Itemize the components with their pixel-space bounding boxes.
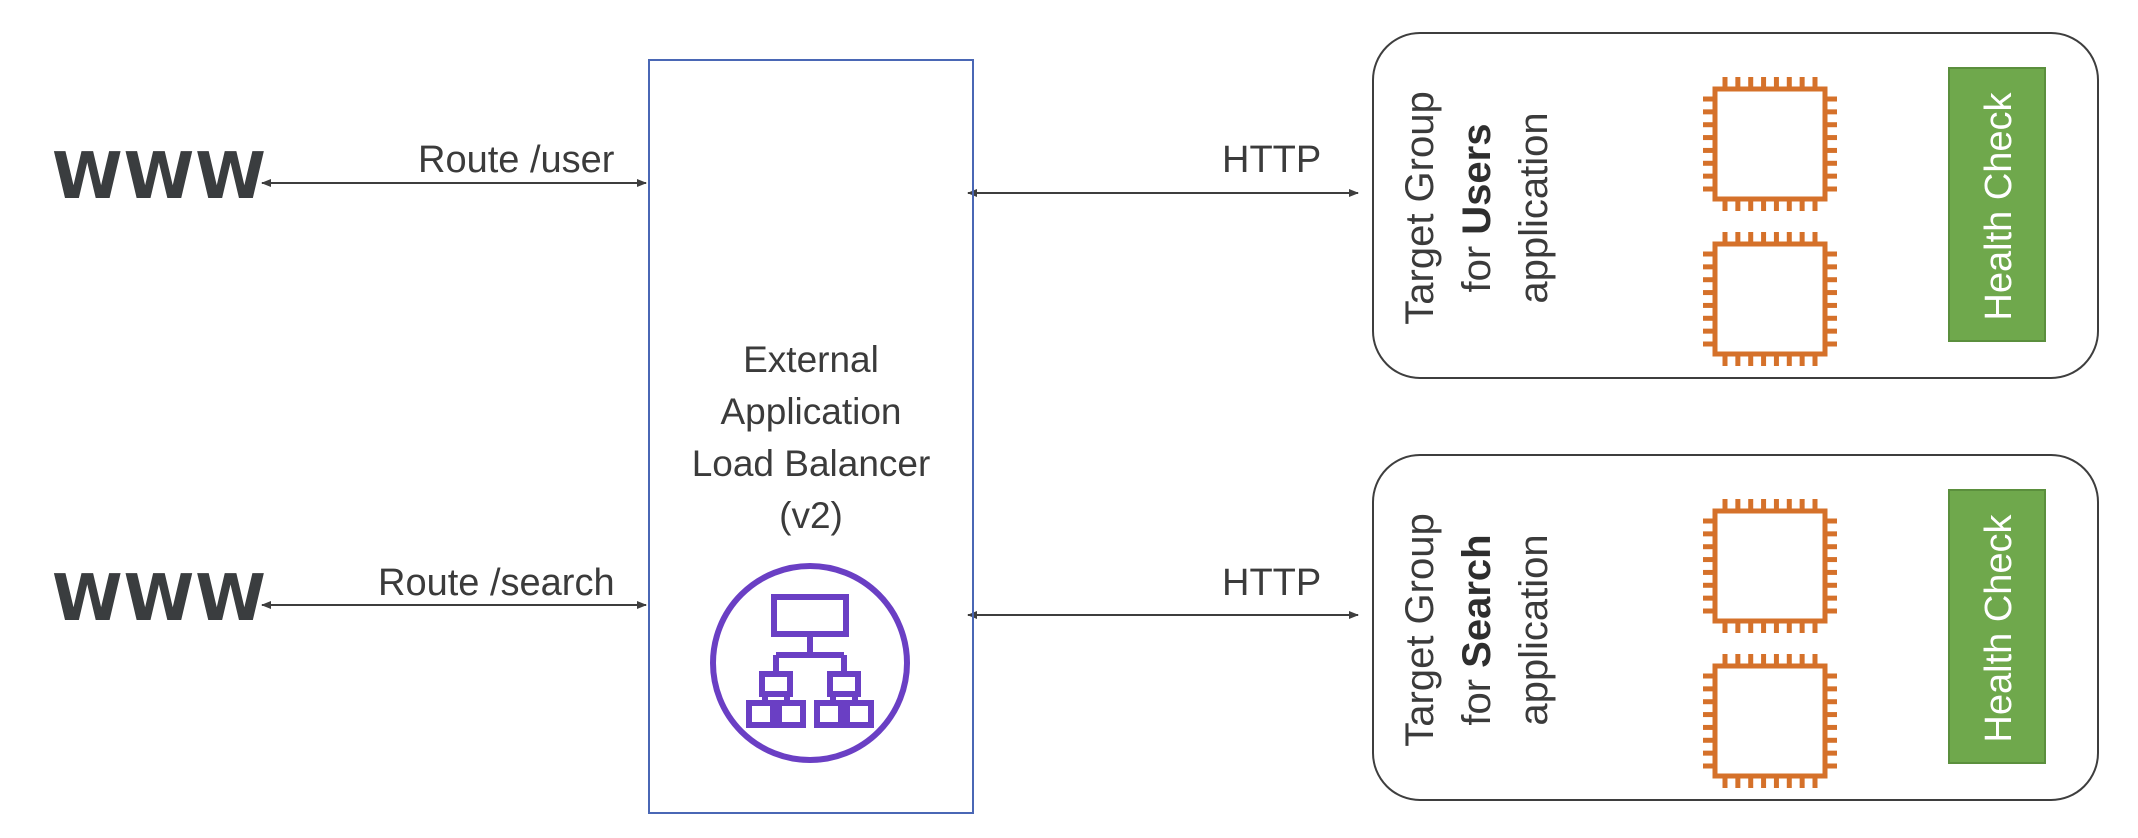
load-balancer-title-line1: External [743, 339, 879, 380]
load-balancer-title: External Application Load Balancer (v2) [648, 334, 974, 542]
load-balancer-title-line4: (v2) [779, 495, 843, 536]
load-balancer-title-line2: Application [720, 391, 902, 432]
load-balancer-hierarchy-icon [710, 563, 910, 763]
load-balancer-box [648, 59, 974, 814]
health-check-search-label: Health Check [1977, 514, 2020, 743]
health-check-users: Health Check [1948, 67, 2046, 342]
route-user-label: Route /user [418, 139, 615, 181]
health-check-search: Health Check [1948, 489, 2046, 764]
http-label-users: HTTP [1222, 139, 1322, 181]
internet-www-bottom: WWW [52, 562, 267, 636]
internet-www-top: WWW [52, 140, 267, 214]
http-label-search: HTTP [1222, 562, 1322, 604]
route-search-label: Route /search [378, 562, 615, 604]
load-balancer-title-line3: Load Balancer [691, 443, 931, 484]
